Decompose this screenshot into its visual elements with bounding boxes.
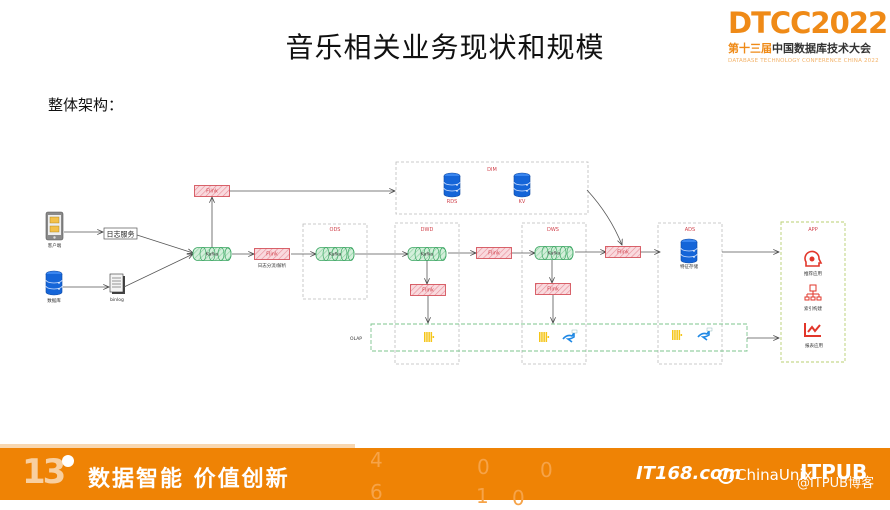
flink-dim-node: Flink bbox=[194, 185, 230, 197]
kafka-dws-node: Kafka bbox=[534, 246, 574, 260]
app-layer-box bbox=[780, 221, 846, 363]
arrow-dim-to-flink-ads bbox=[586, 189, 622, 245]
olap-layer-box bbox=[370, 323, 748, 352]
flink-dwd-olap-node: Flink bbox=[410, 284, 446, 296]
clickhouse-icon bbox=[424, 332, 435, 342]
log-split-label: 日志分流/解析 bbox=[258, 262, 287, 269]
chinaunix-text: ChinaUnix bbox=[736, 466, 813, 484]
footer-accent-stripe bbox=[0, 444, 355, 450]
report-chart-icon bbox=[804, 323, 821, 337]
recommend-head-icon bbox=[804, 250, 823, 267]
footer-banner bbox=[0, 448, 890, 500]
clickhouse-icon bbox=[539, 332, 550, 342]
kafka-label: Kafka bbox=[329, 252, 342, 258]
chinaunix-circle-icon bbox=[718, 467, 734, 484]
kafka-label: Kafka bbox=[421, 252, 434, 258]
flink-log-split-node: Flink bbox=[254, 248, 290, 260]
bg-digit: 0 bbox=[512, 486, 525, 510]
sponsor-it168-logo: IT168.com bbox=[636, 463, 742, 484]
flink-label: Flink bbox=[206, 189, 218, 195]
slide-title: 音乐相关业务现状和规模 bbox=[285, 31, 605, 64]
slide-subtitle: 整体架构： bbox=[48, 96, 124, 114]
client-label: 客户端 bbox=[48, 242, 62, 249]
ads-label: ADS bbox=[685, 227, 695, 233]
dim-kv-db-icon bbox=[513, 172, 531, 198]
logo-main-text: DTCC2022 bbox=[728, 6, 888, 40]
flink-label: Flink bbox=[617, 250, 629, 256]
dim-rds-db-icon bbox=[443, 172, 461, 198]
dws-label: DWS bbox=[547, 227, 559, 233]
flink-label: Flink bbox=[266, 252, 278, 258]
dim-rds-label: RDS bbox=[447, 199, 458, 205]
arrow-logservice-to-kafka bbox=[136, 234, 193, 253]
app-item-report: 报表应用 bbox=[805, 342, 823, 349]
dim-layer-box bbox=[395, 161, 589, 215]
dws-layer-box bbox=[521, 222, 587, 365]
dwd-label: DWD bbox=[421, 227, 434, 233]
bg-digit: 4 bbox=[370, 448, 383, 472]
clickhouse-icon bbox=[672, 330, 683, 340]
app-label: APP bbox=[808, 227, 817, 233]
log-service-label: 日志服务 bbox=[107, 230, 135, 239]
badge-dot-icon bbox=[62, 455, 74, 467]
ods-layer-box bbox=[302, 223, 368, 300]
arrow-binlog-to-kafka bbox=[123, 254, 193, 288]
kafka-label: Kafka bbox=[206, 252, 219, 258]
log-service-box bbox=[103, 227, 138, 240]
logo-sub-accent: 第十三届 bbox=[728, 42, 772, 55]
sponsor-chinaunix-logo: ChinaUnix bbox=[718, 466, 812, 484]
druid-icon bbox=[697, 327, 713, 341]
watermark: @ITPUB博客 bbox=[797, 476, 875, 491]
ads-layer-box bbox=[657, 222, 723, 365]
bg-digit: 6 bbox=[370, 480, 383, 504]
dim-kv-label: KV bbox=[519, 199, 526, 205]
footer-slogan: 数据智能 价值创新 bbox=[88, 467, 290, 492]
13th-badge: 13 bbox=[22, 452, 66, 492]
binlog-document-icon bbox=[109, 273, 125, 294]
kafka-ingest-node: Kafka bbox=[192, 247, 232, 261]
flink-label: Flink bbox=[547, 287, 559, 293]
kafka-dwd-node: Kafka bbox=[407, 247, 447, 261]
flink-label: Flink bbox=[422, 288, 434, 294]
druid-icon bbox=[562, 329, 578, 343]
source-database-icon bbox=[45, 270, 63, 296]
dim-label: DIM bbox=[487, 167, 497, 173]
ads-store-label: 特征存储 bbox=[680, 263, 698, 270]
olap-label: OLAP bbox=[350, 336, 362, 342]
binlog-label: binlog bbox=[110, 297, 124, 303]
ods-label: ODS bbox=[330, 227, 341, 233]
logo-sub-main: 中国数据库技术大会 bbox=[772, 42, 871, 55]
flink-ads-node: Flink bbox=[605, 246, 641, 258]
bg-digit: 1 bbox=[476, 484, 489, 508]
ads-feature-store-icon bbox=[680, 238, 698, 264]
sponsor-itpub-logo: ITPUB bbox=[800, 460, 868, 484]
logo-sub-text: 第十三届中国数据库技术大会 bbox=[728, 40, 888, 56]
client-icon bbox=[45, 211, 64, 241]
index-hierarchy-icon bbox=[804, 284, 822, 301]
dtcc-logo: DTCC2022 第十三届中国数据库技术大会 DATABASE TECHNOLO… bbox=[728, 8, 888, 64]
bg-digit: 0 bbox=[477, 455, 490, 479]
flink-label: Flink bbox=[488, 251, 500, 257]
app-item-recommend: 推荐应用 bbox=[804, 270, 822, 277]
kafka-label: Kafka bbox=[548, 251, 561, 257]
bg-digit: 0 bbox=[540, 458, 553, 482]
database-label: 数据库 bbox=[47, 297, 61, 304]
flink-dwd-to-dws-node: Flink bbox=[476, 247, 512, 259]
kafka-ods-node: Kafka bbox=[315, 247, 355, 261]
dwd-layer-box bbox=[394, 222, 460, 365]
logo-en-text: DATABASE TECHNOLOGY CONFERENCE CHINA 202… bbox=[728, 58, 879, 64]
flink-dws-olap-node: Flink bbox=[535, 283, 571, 295]
app-item-index: 索引构建 bbox=[804, 305, 822, 312]
